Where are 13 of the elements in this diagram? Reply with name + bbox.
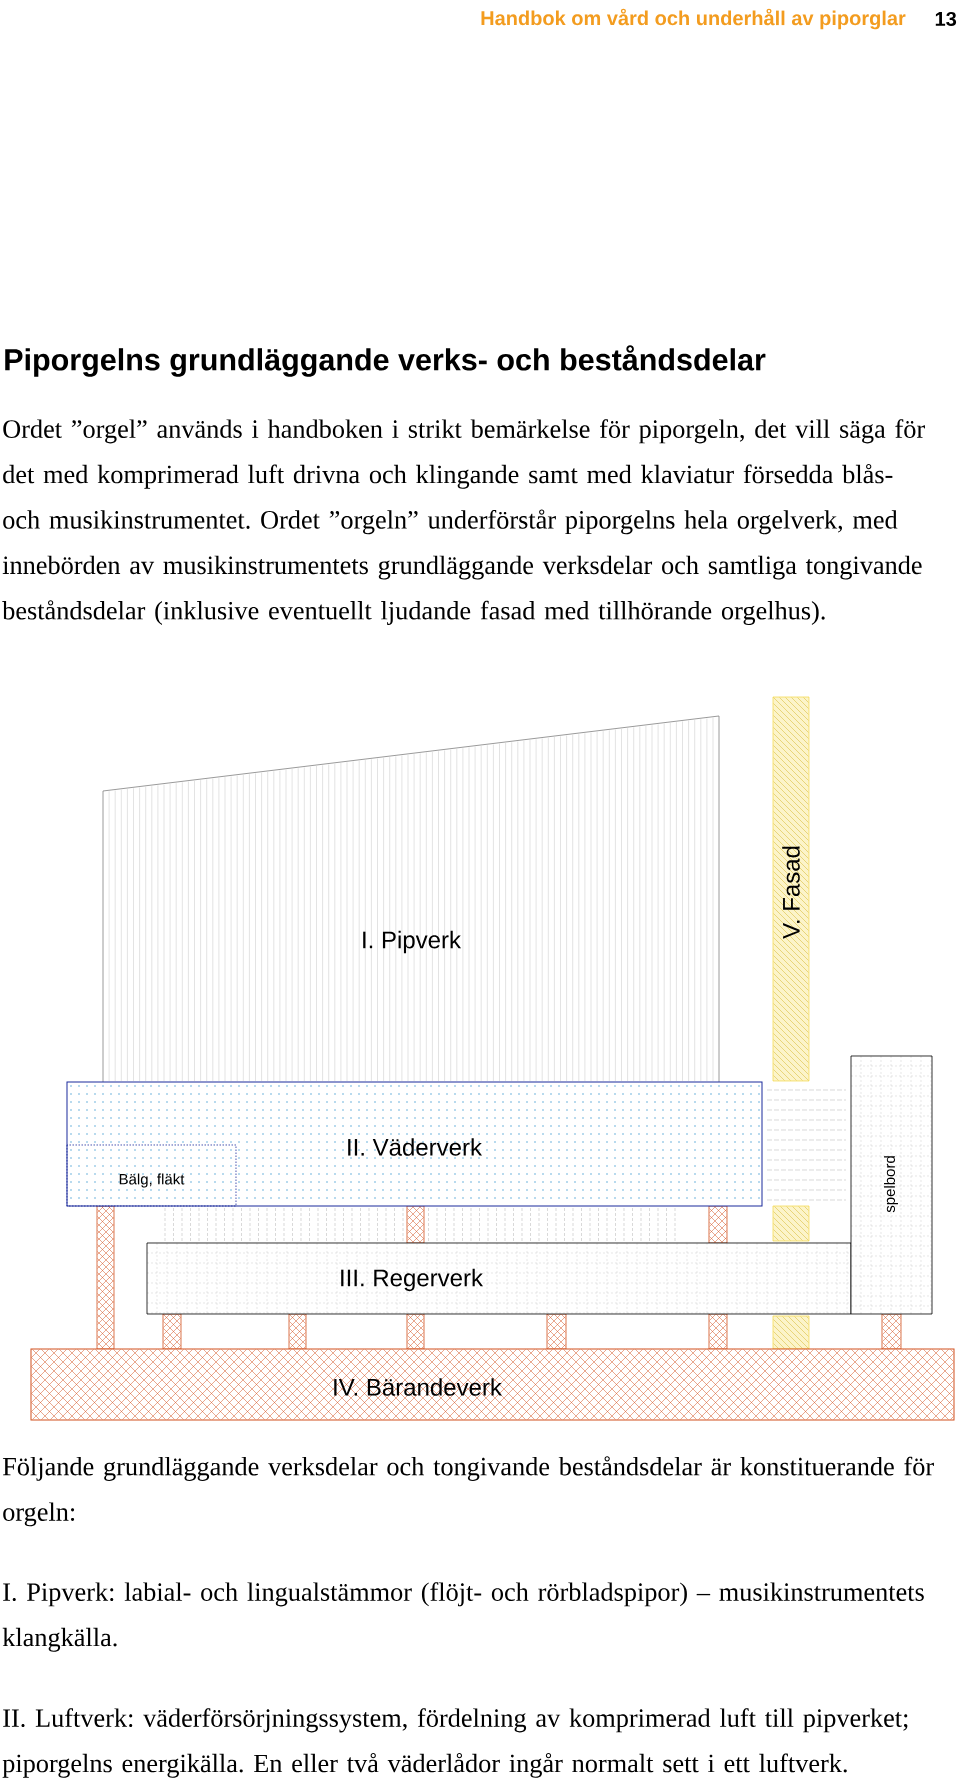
frame-base: IV. Bärandeverk: [30, 1348, 955, 1421]
bellows-box: Bälg, fläkt: [66, 1144, 237, 1207]
facade-bar: V. Fasad: [772, 696, 810, 1082]
node-label: III. Regerverk: [341, 1268, 484, 1292]
paragraph: I. Pipverk: labial- och lingualstämmor (flöjt- och rörbladspipor) – musikinstrumentets klangkälla.: [2, 1582, 924, 1652]
paragraph: II. Luftverk: väderförsörjningssystem, fördelning av komprimerad luft till pipverket; piporgelns energikälla. En eller två väderlådor ingår normalt sett i ett luftverk.: [2, 1708, 908, 1778]
page-number: 13: [935, 11, 957, 27]
header-title: Handbok om vård och underhåll av piporglar: [481, 8, 906, 30]
paragraph: Följande grundläggande verksdelar och tongivande beståndsdelar är konstituerande för orgeln:: [2, 1456, 934, 1527]
pipe-work-block: I. Pipverk: [102, 715, 720, 1083]
console-box: spelbord: [850, 1055, 933, 1315]
heading: Piporgelns grundläggande verks- och beståndsdelar: [5, 345, 766, 377]
paragraph: Ordet ”orgel” används i handboken i strikt bemärkelse för piporgeln, det vill säga för det med komprimerad luft drivna och klingande samt med klaviatur försedda blås- och musikinstrumentet. Ordet ”orgeln” underförstår piporgelns hela orgelverk, med innebörden av musikinstrumentets grundläggande verksdelar och samtliga tongivande beståndsdelar (inklusive eventuellt ljudande fasad med tillhörande orgelhus).: [2, 419, 925, 625]
